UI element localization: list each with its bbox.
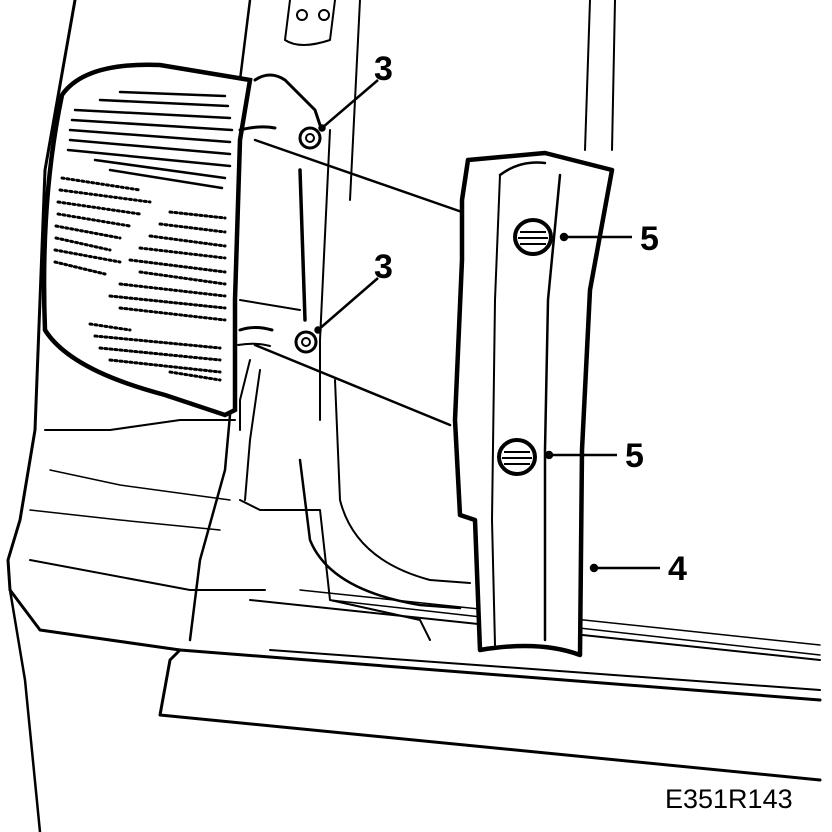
lower-trim-panel (239, 499, 431, 641)
clip-upper-center (305, 133, 315, 143)
trim-panel-inner-edge (491, 174, 501, 646)
sill-lower-edge (8, 588, 42, 832)
fastener-upper (513, 218, 553, 256)
callout-lower-clip: 3 (374, 248, 393, 286)
trim-panel-ridge (498, 161, 547, 177)
floor-edge (269, 649, 821, 691)
wire-harness (253, 73, 322, 127)
clip-guides (237, 73, 464, 427)
lower-trim-curve-2 (29, 509, 221, 531)
callout-upper-fastener: 5 (640, 220, 659, 258)
guide-line-lower (253, 343, 452, 427)
figure-code: E351R143 (665, 784, 793, 814)
bracket-lower (238, 326, 274, 332)
tail-lamp-lens-stripes (66, 90, 234, 190)
callout-leaders (314, 79, 660, 573)
callout-trim-panel: 4 (668, 550, 687, 588)
bracket-lower-2 (237, 342, 271, 347)
clip-lower-center (301, 337, 311, 347)
lower-trim-fold (244, 369, 261, 501)
trim-panel-outline (452, 150, 615, 658)
bracket-upper (238, 125, 277, 132)
tail-lamp-lens-dots (53, 176, 227, 382)
trim-panel (452, 150, 615, 658)
door-opening-curve (298, 458, 462, 610)
pillar-inner-line (298, 168, 307, 322)
lower-trim-fold-2 (239, 359, 251, 431)
trim-panel-fold (543, 173, 562, 642)
tail-lamp (41, 62, 253, 418)
door-opening-curve-inner (334, 379, 471, 584)
latch-hole (296, 9, 308, 21)
lower-trim-curve (49, 469, 231, 501)
door-frame-line-4 (611, 0, 616, 151)
pillar-inner-line-2 (319, 129, 331, 421)
leader-lower-clip (317, 277, 379, 331)
door-frame-line-1 (238, 0, 252, 82)
sill-top-edge (158, 648, 822, 782)
callout-lower-fastener: 5 (625, 437, 644, 475)
guide-line-upper (253, 138, 464, 214)
leader-upper-clip (321, 79, 379, 129)
bracket-shadow (239, 299, 301, 311)
latch-hole-2 (318, 9, 330, 21)
fastener-lower (497, 438, 537, 476)
door-frame-line-3 (584, 0, 591, 151)
body-outline (6, 0, 822, 702)
lower-trim-shape (44, 419, 236, 431)
callout-upper-clip: 3 (374, 50, 393, 88)
latch-outline (284, 0, 336, 46)
lower-trim-curve-3 (29, 559, 266, 591)
clip-upper (298, 126, 322, 150)
clip-lower (294, 330, 318, 354)
